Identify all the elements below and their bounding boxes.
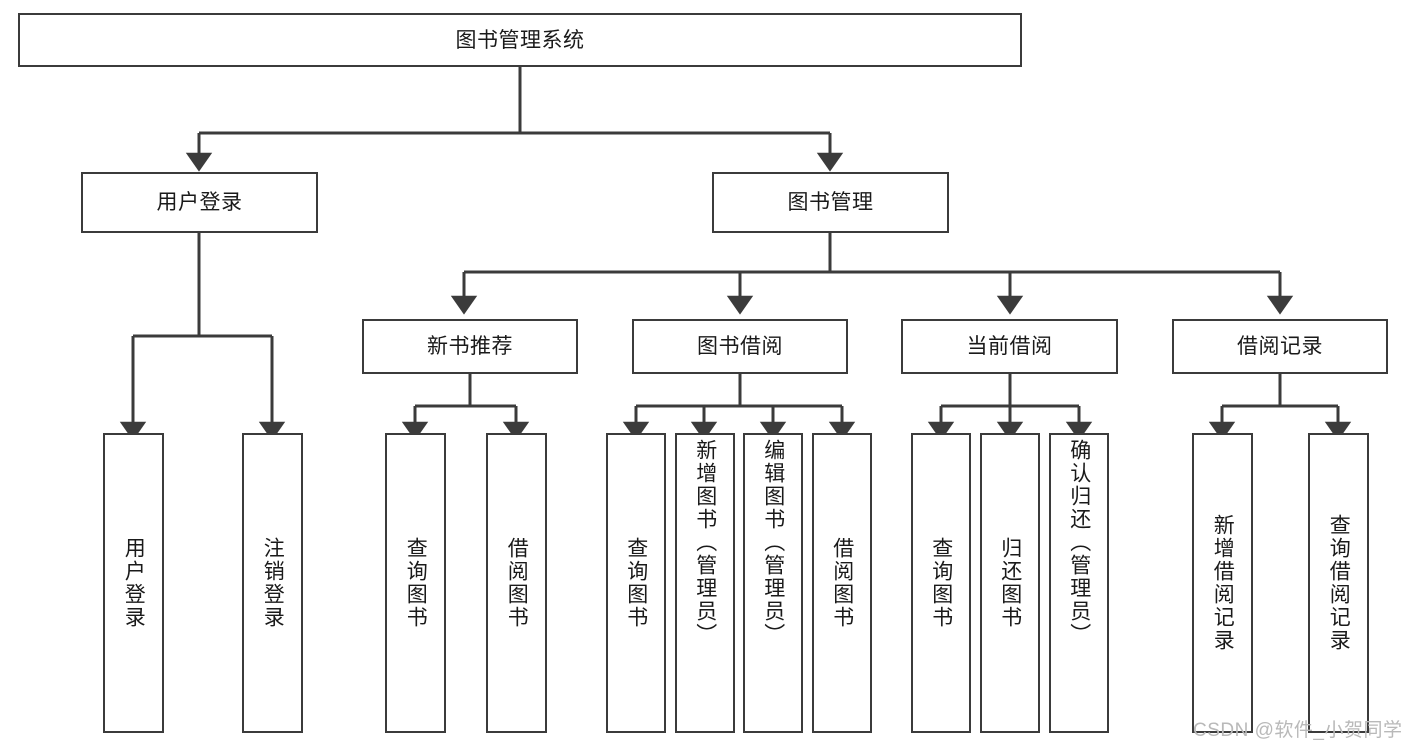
node-new-book-recommend-label: 新书推荐 (427, 335, 513, 358)
node-leaf-edit-book-label: 编辑图书（管理员） (761, 439, 785, 646)
node-new-book-recommend[interactable]: 新书推荐 (362, 319, 578, 374)
node-leaf-logout-label: 注销登录 (261, 537, 285, 629)
node-leaf-query-book-2[interactable]: 查询图书 (606, 433, 666, 733)
node-leaf-return-book-label: 归还图书 (998, 537, 1022, 629)
csdn-watermark: CSDN @软件_小贺同学 (1193, 720, 1403, 741)
node-leaf-query-book-3[interactable]: 查询图书 (911, 433, 971, 733)
node-leaf-return-book[interactable]: 归还图书 (980, 433, 1040, 733)
node-leaf-query-book-1-label: 查询图书 (404, 537, 428, 629)
node-leaf-borrow-book-1[interactable]: 借阅图书 (486, 433, 547, 733)
node-book-borrow[interactable]: 图书借阅 (632, 319, 848, 374)
node-leaf-user-login-label: 用户登录 (122, 537, 146, 629)
node-leaf-confirm-return[interactable]: 确认归还（管理员） (1049, 433, 1109, 733)
node-root-label: 图书管理系统 (455, 28, 585, 52)
node-leaf-query-record-label: 查询借阅记录 (1327, 514, 1351, 652)
node-current-borrow-label: 当前借阅 (966, 335, 1053, 358)
node-leaf-borrow-book-2[interactable]: 借阅图书 (812, 433, 872, 733)
node-leaf-edit-book[interactable]: 编辑图书（管理员） (743, 433, 803, 733)
node-leaf-borrow-book-2-label: 借阅图书 (830, 537, 854, 629)
node-leaf-query-book-1[interactable]: 查询图书 (385, 433, 446, 733)
node-root[interactable]: 图书管理系统 (18, 13, 1022, 67)
node-leaf-borrow-book-1-label: 借阅图书 (505, 537, 529, 629)
node-leaf-add-book[interactable]: 新增图书（管理员） (675, 433, 735, 733)
node-borrow-record[interactable]: 借阅记录 (1172, 319, 1388, 374)
node-leaf-confirm-return-label: 确认归还（管理员） (1067, 439, 1091, 646)
node-book-borrow-label: 图书借阅 (697, 335, 783, 358)
node-borrow-record-label: 借阅记录 (1237, 335, 1323, 358)
node-user-login[interactable]: 用户登录 (81, 172, 318, 233)
node-leaf-user-login[interactable]: 用户登录 (103, 433, 164, 733)
node-leaf-add-record[interactable]: 新增借阅记录 (1192, 433, 1253, 733)
node-leaf-logout[interactable]: 注销登录 (242, 433, 303, 733)
node-leaf-query-record[interactable]: 查询借阅记录 (1308, 433, 1369, 733)
node-leaf-query-book-2-label: 查询图书 (624, 537, 648, 629)
node-leaf-add-record-label: 新增借阅记录 (1211, 514, 1235, 652)
node-current-borrow[interactable]: 当前借阅 (901, 319, 1118, 374)
node-leaf-add-book-label: 新增图书（管理员） (693, 439, 717, 646)
node-leaf-query-book-3-label: 查询图书 (929, 537, 953, 629)
node-user-login-label: 用户登录 (156, 191, 243, 214)
node-book-manage[interactable]: 图书管理 (712, 172, 949, 233)
node-book-manage-label: 图书管理 (787, 191, 874, 214)
